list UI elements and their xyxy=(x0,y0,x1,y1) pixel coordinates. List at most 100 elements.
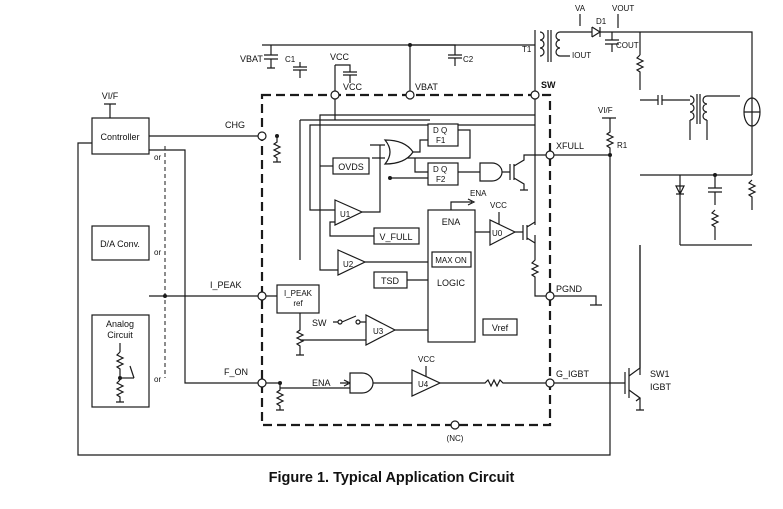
analog-circuit-label-2: Circuit xyxy=(107,330,133,340)
i-peak-ref-label-2: ref xyxy=(293,299,303,308)
t1-core xyxy=(547,30,552,62)
and-gate-fon xyxy=(349,372,374,394)
flipflop-f1 xyxy=(427,123,459,147)
nc-label: (NC) xyxy=(447,434,464,443)
chg-junction xyxy=(275,134,279,138)
i-peak-junction xyxy=(163,294,167,298)
sw-switch-label: SW xyxy=(312,318,327,328)
pgnd-wire xyxy=(554,295,602,306)
controller-label: Controller xyxy=(100,132,139,142)
da-converter-block xyxy=(91,225,150,261)
vif-left-arrow xyxy=(104,103,116,118)
f-on-pin-label: F_ON xyxy=(224,367,248,377)
controller-feedback-wire xyxy=(77,142,611,456)
vcc-cap xyxy=(340,64,357,83)
flipflop-f2 xyxy=(427,162,459,186)
ena-and-label: ENA xyxy=(312,378,331,388)
trigger-transformer xyxy=(689,94,740,140)
f-on-pulldown xyxy=(275,383,285,411)
d1-label: D1 xyxy=(596,17,607,26)
or-label-1: or xyxy=(154,153,161,162)
t1-secondary xyxy=(555,31,580,57)
u4-label: U4 xyxy=(418,380,429,389)
u1-output xyxy=(362,145,381,213)
u0-wires xyxy=(475,212,536,244)
logic-block xyxy=(427,209,476,343)
ena-box-label: ENA xyxy=(442,217,461,227)
comparator-u2 xyxy=(337,249,367,276)
or-gate-wires xyxy=(370,139,428,159)
vbat-pin-label: VBAT xyxy=(415,82,438,92)
t1-label: T1 xyxy=(522,45,532,54)
i-peak-pin-label: I_PEAK xyxy=(210,280,242,290)
g-igbt-pin xyxy=(545,378,555,388)
analog-circuit-label-1: Analog xyxy=(106,319,134,329)
sw-sense-wire xyxy=(309,114,535,271)
nc-pin xyxy=(450,420,460,430)
vcc-pin-label: VCC xyxy=(343,82,363,92)
sw-switch-contact-a xyxy=(337,319,343,325)
sw-switch xyxy=(333,315,366,323)
f-on-wire xyxy=(149,149,258,384)
output-rail xyxy=(639,31,753,100)
v-full-label: V_FULL xyxy=(379,232,412,242)
u3-output xyxy=(300,329,428,341)
figure-caption: Figure 1. Typical Application Circuit xyxy=(268,470,515,486)
u2-label: U2 xyxy=(343,260,354,269)
vcc-pin xyxy=(330,90,340,100)
i-peak-ref-block xyxy=(276,284,320,314)
f-on-pin xyxy=(257,378,267,388)
trigger-junction xyxy=(713,173,717,177)
logic-label: LOGIC xyxy=(437,278,466,288)
vbat-left-label: VBAT xyxy=(240,54,263,64)
or-label-2: or xyxy=(154,248,161,257)
sw1-label: SW1 xyxy=(650,369,670,379)
i-peak-ref-label-1: I_PEAK xyxy=(284,289,313,298)
driver-u4 xyxy=(411,369,442,397)
max-on-label: MAX ON xyxy=(435,256,467,265)
igbt-symbol xyxy=(554,245,644,411)
ena-top-label: ENA xyxy=(470,189,487,198)
c1b-cap xyxy=(293,62,307,78)
iout-label: IOUT xyxy=(572,51,591,60)
i-peak-pin xyxy=(257,291,267,301)
analog-divider-wire xyxy=(115,343,125,403)
r1-label: R1 xyxy=(617,141,628,150)
controller-block xyxy=(91,117,150,155)
vbat-pin xyxy=(405,90,415,100)
pgnd-pin xyxy=(545,291,555,301)
vif-right-arrow xyxy=(602,117,616,155)
and-xfull-wires xyxy=(502,154,546,191)
trigger-network xyxy=(639,174,752,375)
va-label: VA xyxy=(575,4,586,13)
vif-right-label: VI/F xyxy=(598,106,613,115)
u3-label: U3 xyxy=(373,327,384,336)
pgnd-label: PGND xyxy=(556,284,583,294)
f1-label: F1 xyxy=(436,136,446,145)
and-fon-wires xyxy=(266,382,412,389)
vcc-top-label: VCC xyxy=(330,52,350,62)
igbt-label: IGBT xyxy=(650,382,672,392)
d1-diode xyxy=(580,26,640,38)
f2-dq-label: D Q xyxy=(433,165,447,174)
da-converter-label: D/A Conv. xyxy=(100,239,140,249)
or-label-3: or xyxy=(154,375,161,384)
tsd-label: TSD xyxy=(381,276,400,286)
g-igbt-label: G_IGBT xyxy=(556,369,590,379)
sw-switch-contact-b xyxy=(355,319,361,325)
sw-internal-wire xyxy=(530,99,546,297)
vref-block xyxy=(482,318,518,336)
vcc-internal-wire xyxy=(299,99,430,260)
u1-label: U1 xyxy=(340,210,351,219)
ovds-label: OVDS xyxy=(338,162,364,172)
sw-pin xyxy=(530,90,540,100)
flash-bottom-wire xyxy=(747,126,757,210)
chg-pin-label: CHG xyxy=(225,120,245,130)
analog-wiper-arrow xyxy=(129,365,135,379)
vif-left-label: VI/F xyxy=(102,91,119,101)
i-peak-ref-wire xyxy=(266,295,305,356)
c2-label: C2 xyxy=(463,55,474,64)
trigger-cap xyxy=(640,95,690,105)
xfull-junction xyxy=(608,153,612,157)
t1-primary xyxy=(534,30,545,60)
